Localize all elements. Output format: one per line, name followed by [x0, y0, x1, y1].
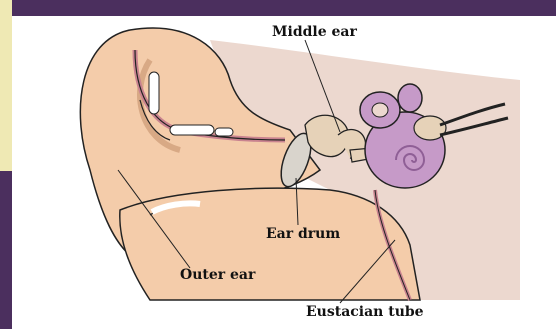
label-ear-drum: Ear drum [266, 226, 340, 242]
frame-top-bar [0, 0, 556, 16]
semicircular-canal-hole-1 [372, 103, 388, 117]
label-middle-ear: Middle ear [272, 24, 357, 40]
cartilage-spot-1 [149, 72, 159, 114]
label-eustachian-tube: Eustacian tube [306, 304, 424, 320]
cartilage-spot-3 [215, 128, 233, 136]
auditory-nerve-base [414, 116, 446, 140]
frame-left-bar [0, 171, 12, 329]
semicircular-canal-2 [398, 84, 422, 112]
label-outer-ear: Outer ear [180, 267, 255, 283]
cartilage-spot-2 [170, 125, 214, 135]
frame-yellow-band [0, 0, 12, 171]
